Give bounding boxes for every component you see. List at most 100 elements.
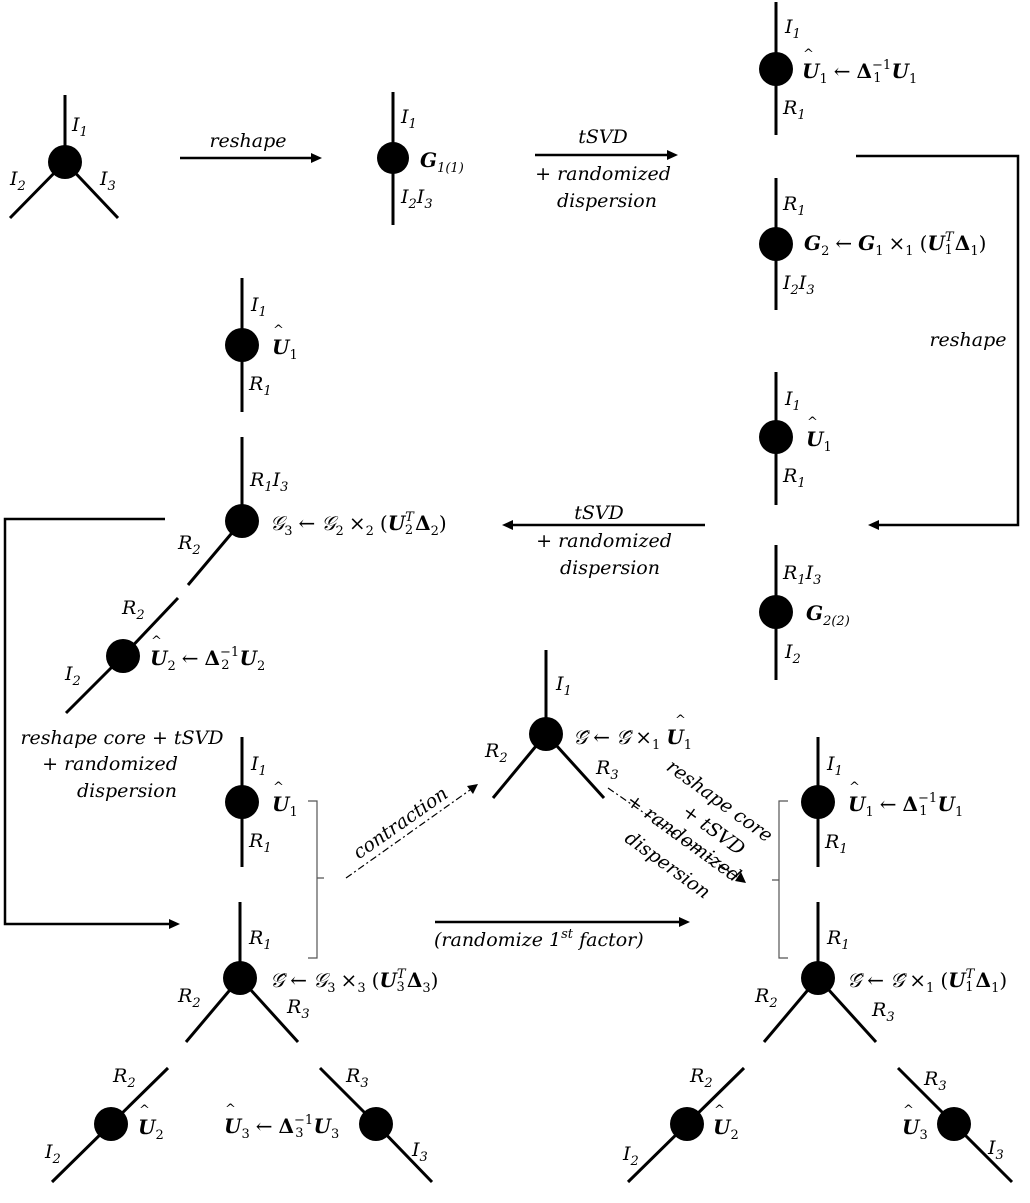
label-rand-disp-1b: dispersion [557, 190, 657, 212]
index-r1-u1-mid-right: R1 [782, 465, 806, 491]
label-reshape-1: reshape [209, 130, 286, 152]
index-i2-u2-bl: I2 [44, 1141, 61, 1167]
index-r1i3-g2-matrix: R1I3 [782, 562, 821, 588]
formula-u2-br: U2 [713, 1115, 739, 1143]
index-r2-ghat-left: R2 [177, 985, 201, 1011]
index-i3-u3-br: I3 [987, 1137, 1004, 1163]
index-r2-g3: R2 [177, 532, 201, 558]
node-u3-bottom-right [937, 1107, 971, 1141]
label-reshape-core-c: dispersion [77, 780, 177, 802]
formula-g1-matrix: G1(1) [420, 148, 464, 176]
formula-u1-lower-left: U1 [272, 792, 298, 820]
node-g1-matrix [377, 142, 409, 174]
node-ghat-middle [529, 717, 563, 751]
node-ghat-right [801, 961, 835, 995]
node-initial-tensor [48, 145, 82, 179]
index-i2-u2-left: I2 [64, 663, 81, 689]
node-u1-mid-right [759, 420, 793, 454]
brace-left-group [308, 800, 324, 959]
hat-u2-br: ^ [714, 1103, 725, 1118]
arrow-contraction [345, 789, 471, 879]
index-i1-initial: I1 [71, 114, 88, 140]
index-r3-ghat-right: R3 [871, 999, 895, 1025]
node-u2-bottom-left [94, 1107, 128, 1141]
label-reshape-core-b: + randomized [42, 753, 178, 775]
index-i1-ghat-mid: I1 [555, 673, 572, 699]
index-i2-u2-br: I2 [622, 1143, 639, 1169]
index-r1-g2: R1 [782, 193, 806, 219]
tensor-edges [8, 2, 1014, 1184]
index-r1-ghat-left: R1 [248, 927, 272, 953]
hat-u2-bl: ^ [139, 1103, 150, 1118]
arrow-head-tsvd-1 [667, 150, 678, 160]
index-r3-u3-bl: R3 [345, 1065, 369, 1091]
index-r2-u2-left: R2 [121, 597, 145, 623]
index-i1-u1-mid-left: I1 [250, 294, 267, 320]
index-r1-u1-mid-left: R1 [248, 373, 272, 399]
tensor-nodes [48, 52, 971, 1141]
index-i3-initial: I3 [99, 168, 116, 194]
hat-u3-bl: ^ [225, 1102, 236, 1117]
arrow-head-randomize-first [679, 917, 690, 927]
node-u2-left [106, 639, 140, 673]
index-r3-ghat-mid: R3 [595, 757, 619, 783]
index-i2-g2-matrix: I2 [784, 641, 801, 667]
hat-u2-left: ^ [151, 634, 162, 649]
hat-u1-top: ^ [803, 47, 814, 62]
index-i1-g1: I1 [400, 106, 417, 132]
formula-u1-mid-left: U1 [272, 335, 298, 363]
hat-u1-mid-left: ^ [273, 323, 284, 338]
index-i2-initial: I2 [9, 168, 26, 194]
node-u1-top [759, 52, 793, 86]
formula-u2-bl: U2 [138, 1115, 164, 1143]
index-r1-ghat-right: R1 [826, 927, 850, 953]
node-u3-bottom-left [359, 1107, 393, 1141]
index-i1-u1-top: I1 [784, 16, 801, 42]
arrow-head-reshape-2 [868, 520, 879, 530]
label-contraction: contraction [349, 782, 452, 863]
index-i1-u1-lower-right: I1 [826, 753, 843, 779]
arrow-head-tsvd-2 [502, 520, 513, 530]
arrow-head-reshape-core-diag [735, 872, 746, 883]
index-i2i3-g1: I2I3 [400, 186, 433, 212]
grouping-braces [308, 800, 788, 959]
formula-u3-br: U3 [902, 1115, 928, 1143]
arrow-head-reshape-core [169, 919, 180, 929]
label-rand-disp-1a: + randomized [535, 163, 671, 185]
index-i2i3-g2: I2I3 [782, 272, 815, 298]
hat-u3-br: ^ [903, 1103, 914, 1118]
index-r3-ghat-left: R3 [286, 996, 310, 1022]
label-rand-disp-2a: + randomized [536, 530, 672, 552]
index-r1-u1-lower-left: R1 [248, 830, 272, 856]
arrow-reshape-core-diag [607, 787, 738, 878]
index-r3-u3-br: R3 [923, 1068, 947, 1094]
label-tsvd-1: tSVD [578, 126, 628, 148]
label-tsvd-2: tSVD [574, 502, 624, 524]
label-randomize-first: (randomize 1st factor) [434, 927, 644, 951]
flow-arrows [3, 150, 1020, 929]
index-i3-u3-bl: I3 [411, 1139, 428, 1165]
hat-u1-ghat-mid: ^ [675, 713, 686, 728]
node-ghat-left [223, 961, 257, 995]
node-g2 [759, 227, 793, 261]
hat-u1-mid-right: ^ [807, 415, 818, 430]
index-i1-u1-mid-right: I1 [784, 388, 801, 414]
formula-u1-mid-right: U1 [806, 427, 832, 455]
brace-right-group [772, 800, 788, 959]
node-u1-lower-right [801, 785, 835, 819]
index-r2-ghat-right: R2 [754, 985, 778, 1011]
arrow-head-reshape-1 [311, 153, 322, 163]
node-u2-bottom-right [670, 1107, 704, 1141]
index-r2-u2-br: R2 [689, 1065, 713, 1091]
index-i1-u1-lower-left: I1 [250, 753, 267, 779]
